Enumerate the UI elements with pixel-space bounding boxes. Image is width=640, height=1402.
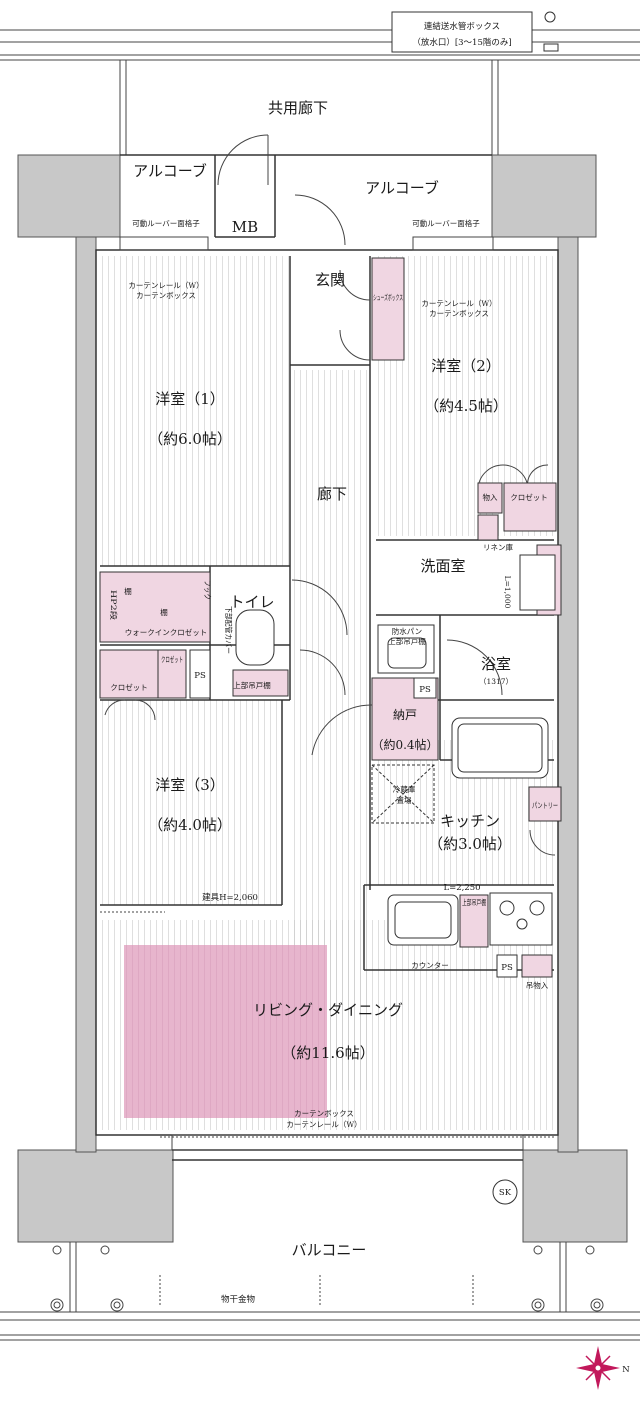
ps-box-2 xyxy=(413,677,437,699)
ps-3: PS xyxy=(501,963,513,973)
interior-walls xyxy=(100,155,554,971)
pipe-cover-label: 下部配管カバー xyxy=(224,606,234,654)
valve-icon xyxy=(544,11,556,23)
balcony-label: バルコニー xyxy=(292,1241,367,1259)
bath-size: （1317） xyxy=(479,677,513,686)
curtain-bottom-1: カーテンボックス xyxy=(294,1109,354,1118)
counter-label: カウンター xyxy=(411,961,449,970)
l-dim-label: L=1,000 xyxy=(503,576,512,609)
louver-right-label: 可動ルーバー面格子 xyxy=(412,218,480,228)
closet-room2 xyxy=(503,482,557,532)
corridor-label: 共用廊下 xyxy=(268,99,328,117)
closet-a-fill xyxy=(99,649,159,699)
sk-label: SK xyxy=(499,1188,512,1198)
floor-hatching xyxy=(100,256,554,1130)
fridge-space xyxy=(371,764,435,824)
fixtures xyxy=(189,554,556,1205)
curtain-left-2: カーテンボックス xyxy=(136,291,196,300)
bathtub xyxy=(451,717,549,779)
curtain-right-1: カーテンレール（W） xyxy=(421,299,496,308)
header-box-line2: （放水口）[3～15階のみ] xyxy=(412,37,511,48)
curtain-left-1: カーテンレール（W） xyxy=(128,281,203,290)
curtain-right-2: カーテンボックス xyxy=(429,309,489,318)
closet-b-fill xyxy=(157,649,187,699)
wic-fill xyxy=(99,571,211,643)
room1-size: （約6.0帖） xyxy=(148,430,232,448)
kitchen-l-label: L=2,250 xyxy=(443,883,480,893)
shoes-box xyxy=(371,257,405,361)
living-label: リビング・ダイニング xyxy=(253,1001,403,1019)
ps-box-3 xyxy=(496,954,518,978)
toilet-label: トイレ xyxy=(229,593,274,611)
kitchen-label: キッチン xyxy=(440,812,500,830)
living-highlight xyxy=(124,945,327,1118)
laundry-label: 物干金物 xyxy=(221,1294,256,1305)
waterproof-2: 上部吊戸棚 xyxy=(388,636,426,646)
sprinkler-box xyxy=(391,11,533,53)
mono-ire-label: 物入 xyxy=(483,492,498,502)
waterproof-1: 防水パン xyxy=(392,626,422,636)
pantry-label: パントリー xyxy=(532,801,558,810)
room3-size: （約4.0帖） xyxy=(148,816,232,834)
north-label: N xyxy=(622,1365,630,1375)
tana2-label: 棚 xyxy=(160,607,168,617)
vent-icon xyxy=(543,43,559,52)
upper-cab2-label: 上部吊戸棚 xyxy=(462,897,486,907)
entrance-label: 玄関 xyxy=(315,271,345,289)
top-railing xyxy=(0,29,640,155)
storage-mono xyxy=(477,482,503,514)
hanging-fill xyxy=(521,954,553,978)
doors xyxy=(104,134,556,856)
alcove-right-label: アルコーブ xyxy=(365,179,439,197)
closet-a-label: クロゼット xyxy=(110,682,148,692)
compass-icon xyxy=(576,1346,620,1390)
fridge-1: 冷蔵庫 xyxy=(393,784,416,794)
hallway-label: 廊下 xyxy=(317,485,347,503)
linen-label: リネン庫 xyxy=(483,542,513,552)
washroom-label: 洗面室 xyxy=(420,557,465,575)
wash-basin xyxy=(519,554,556,611)
pantry-fill xyxy=(528,786,562,822)
sk-circle xyxy=(492,1179,518,1205)
toilet-cabinet xyxy=(232,669,289,697)
nando-size: （約0.4帖） xyxy=(371,737,438,752)
sink xyxy=(387,894,459,946)
tana1-label: 棚 xyxy=(124,586,132,596)
bath-label: 浴室 xyxy=(481,655,511,673)
hanging-label: 吊物入 xyxy=(526,980,549,990)
ps-box-1 xyxy=(189,649,211,699)
door-h-label: 建具H=2,060 xyxy=(202,892,258,903)
closet-b-label: クロゼット xyxy=(161,654,183,664)
fridge-2: 置場 xyxy=(397,795,412,805)
room1-name: 洋室（1） xyxy=(155,390,225,408)
kitchen-upper-cab xyxy=(459,894,489,948)
header-box-line1: 連結送水管ボックス xyxy=(424,21,500,32)
nando-label: 納戸 xyxy=(393,708,417,722)
ps-2: PS xyxy=(419,685,431,695)
kitchen-size: （約3.0帖） xyxy=(428,835,512,853)
structural-walls xyxy=(17,154,628,1243)
windows xyxy=(100,236,555,1151)
closet-r2-label: クロゼット xyxy=(510,492,548,502)
louver-left-label: 可動ルーバー面格子 xyxy=(132,218,200,228)
curtain-bottom-2: カーテンレール（W） xyxy=(286,1120,361,1129)
wic-label: ウォークインクロゼット xyxy=(125,627,208,637)
room3-name: 洋室（3） xyxy=(155,776,225,794)
room2-name: 洋室（2） xyxy=(431,357,501,375)
mb-label: MB xyxy=(232,218,258,236)
hook-label: フック xyxy=(203,580,212,600)
toilet-bowl xyxy=(235,609,275,666)
ps-1: PS xyxy=(194,671,206,681)
shoes-box-label: シューズボックス xyxy=(373,292,403,302)
labels: 連結送水管ボックス （放水口）[3～15階のみ] 共用廊下 アルコーブ アルコー… xyxy=(109,21,630,1375)
balcony-rail xyxy=(0,1242,640,1341)
alcove-left-label: アルコーブ xyxy=(133,162,207,180)
hp-label: HP2段 xyxy=(109,590,119,621)
living-size: （約11.6帖） xyxy=(281,1044,374,1062)
room2-size: （約4.5帖） xyxy=(424,397,508,415)
linen-closet xyxy=(477,514,499,541)
upper-cab-label: 上部吊戸棚 xyxy=(233,680,271,690)
